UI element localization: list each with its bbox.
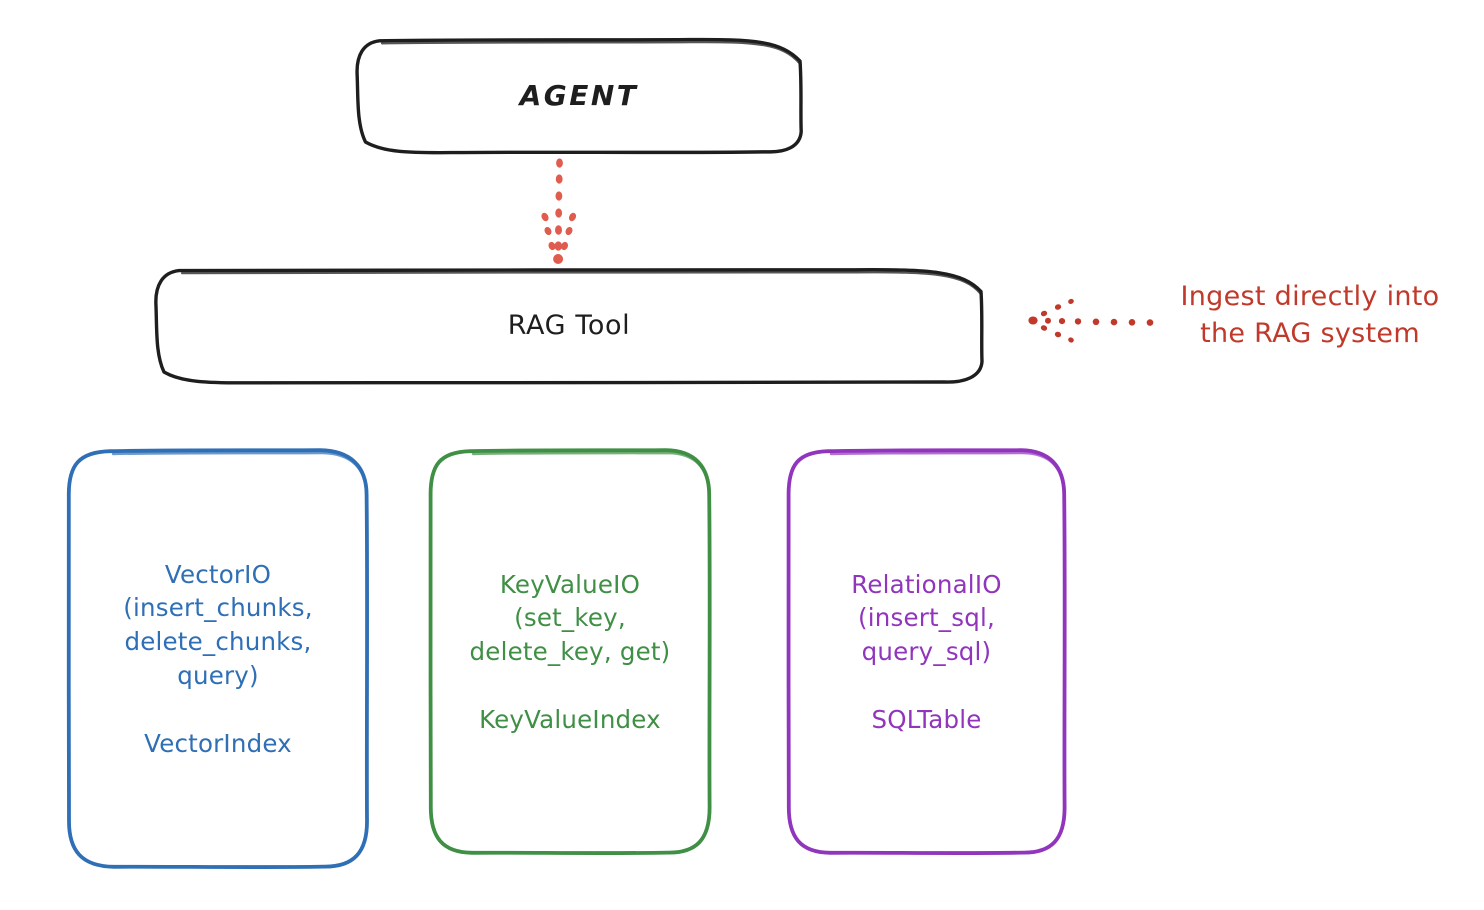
ingest-annotation-arrow [1016, 296, 1156, 348]
relational-io-label: RelationalIO (insert_sql, query_sql) SQL… [851, 569, 1002, 734]
rag-tool-label: RAG Tool [507, 310, 631, 342]
vector-io-label: VectorIO (insert_chunks, delete_chunks, … [123, 559, 313, 758]
key-value-io-node[interactable]: KeyValueIO (set_key, delete_key, get) Ke… [428, 448, 712, 856]
agent-node[interactable]: AGENT [355, 37, 803, 155]
rag-tool-node[interactable]: RAG Tool [154, 268, 984, 385]
vector-io-node[interactable]: VectorIO (insert_chunks, delete_chunks, … [66, 448, 370, 870]
agent-to-rag-tool-arrow [500, 158, 620, 274]
relational-io-node[interactable]: RelationalIO (insert_sql, query_sql) SQL… [786, 448, 1067, 856]
key-value-io-label: KeyValueIO (set_key, delete_key, get) Ke… [469, 569, 671, 734]
dotted-left-arrow-icon [1028, 298, 1154, 343]
agent-label: AGENT [519, 78, 639, 112]
dotted-down-arrow-icon [541, 158, 577, 264]
ingest-annotation-label: Ingest directly into the RAG system [1180, 281, 1440, 350]
